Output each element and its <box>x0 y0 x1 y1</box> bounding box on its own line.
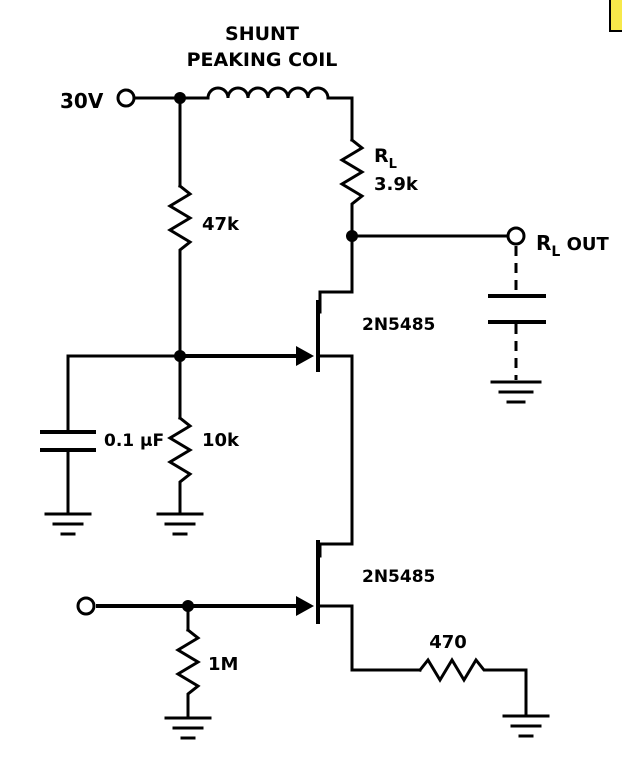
cap-label: 0.1 μF <box>104 431 164 451</box>
output-label: RL OUT <box>536 231 610 260</box>
source-resistor-470 <box>417 657 528 716</box>
jfet-top-label: 2N5485 <box>362 315 435 335</box>
ground-source <box>502 714 550 738</box>
coil-label-line1: SHUNT <box>225 23 299 45</box>
jfet-top <box>180 300 354 546</box>
jfet-bottom-label: 2N5485 <box>362 567 435 587</box>
r-bias-top-label: 47k <box>202 214 240 235</box>
peaking-coil <box>206 86 354 142</box>
r-gate-label: 1M <box>208 654 238 675</box>
bias-resistor-47k <box>167 96 193 358</box>
output-load-capacitor <box>488 246 546 380</box>
r-bias-bottom-label: 10k <box>202 430 240 451</box>
supply-rail <box>132 92 210 104</box>
bias-resistor-10k <box>167 354 193 514</box>
ground-output <box>490 380 542 404</box>
supply-terminal[interactable] <box>116 88 136 108</box>
gate-resistor-1m <box>175 604 201 718</box>
bypass-capacitor <box>40 354 182 514</box>
load-resistor <box>339 137 365 238</box>
supply-label: 30V <box>60 89 104 113</box>
output-terminal[interactable] <box>506 226 526 246</box>
jfet-bottom <box>96 540 422 672</box>
ground-bias <box>156 512 204 536</box>
coil-label-line2: PEAKING COIL <box>187 49 338 71</box>
rl-value: 3.9k <box>374 174 419 195</box>
rl-label: RL <box>374 145 397 172</box>
r-source-label: 470 <box>429 632 467 653</box>
input-terminal[interactable] <box>76 596 96 616</box>
output-node <box>318 230 510 314</box>
corner-tab <box>609 0 622 32</box>
ground-gate <box>164 716 212 740</box>
ground-cap <box>44 512 92 536</box>
